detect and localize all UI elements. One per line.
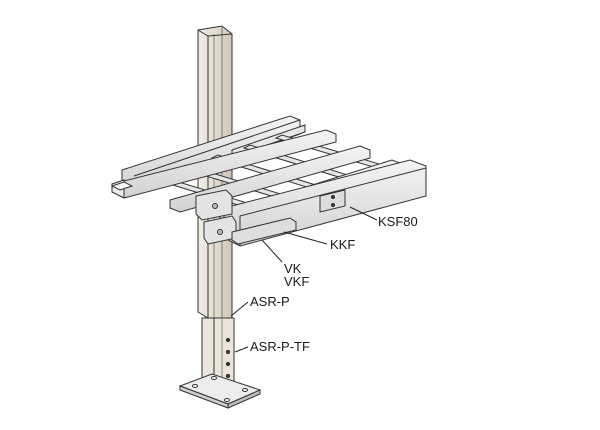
leader-lines [230, 206, 378, 353]
label-vkf: VKF [284, 274, 310, 289]
label-asr-p: ASR-P [250, 294, 290, 309]
base-plate [178, 373, 262, 409]
label-ksf80: KSF80 [378, 214, 418, 229]
label-vk: VK [284, 261, 302, 276]
leader-asr-p-tf [234, 346, 249, 353]
label-asr-p-tf: ASR-P-TF [250, 339, 310, 354]
label-kkf: KKF [330, 237, 356, 252]
tray-left-ends [110, 179, 134, 199]
leader-ksf80 [349, 206, 378, 221]
leader-kkf [283, 231, 328, 245]
post-brackets-vk-vkf [195, 189, 297, 245]
leader-asr-p [230, 301, 249, 317]
leader-vk-vkf [261, 239, 283, 263]
